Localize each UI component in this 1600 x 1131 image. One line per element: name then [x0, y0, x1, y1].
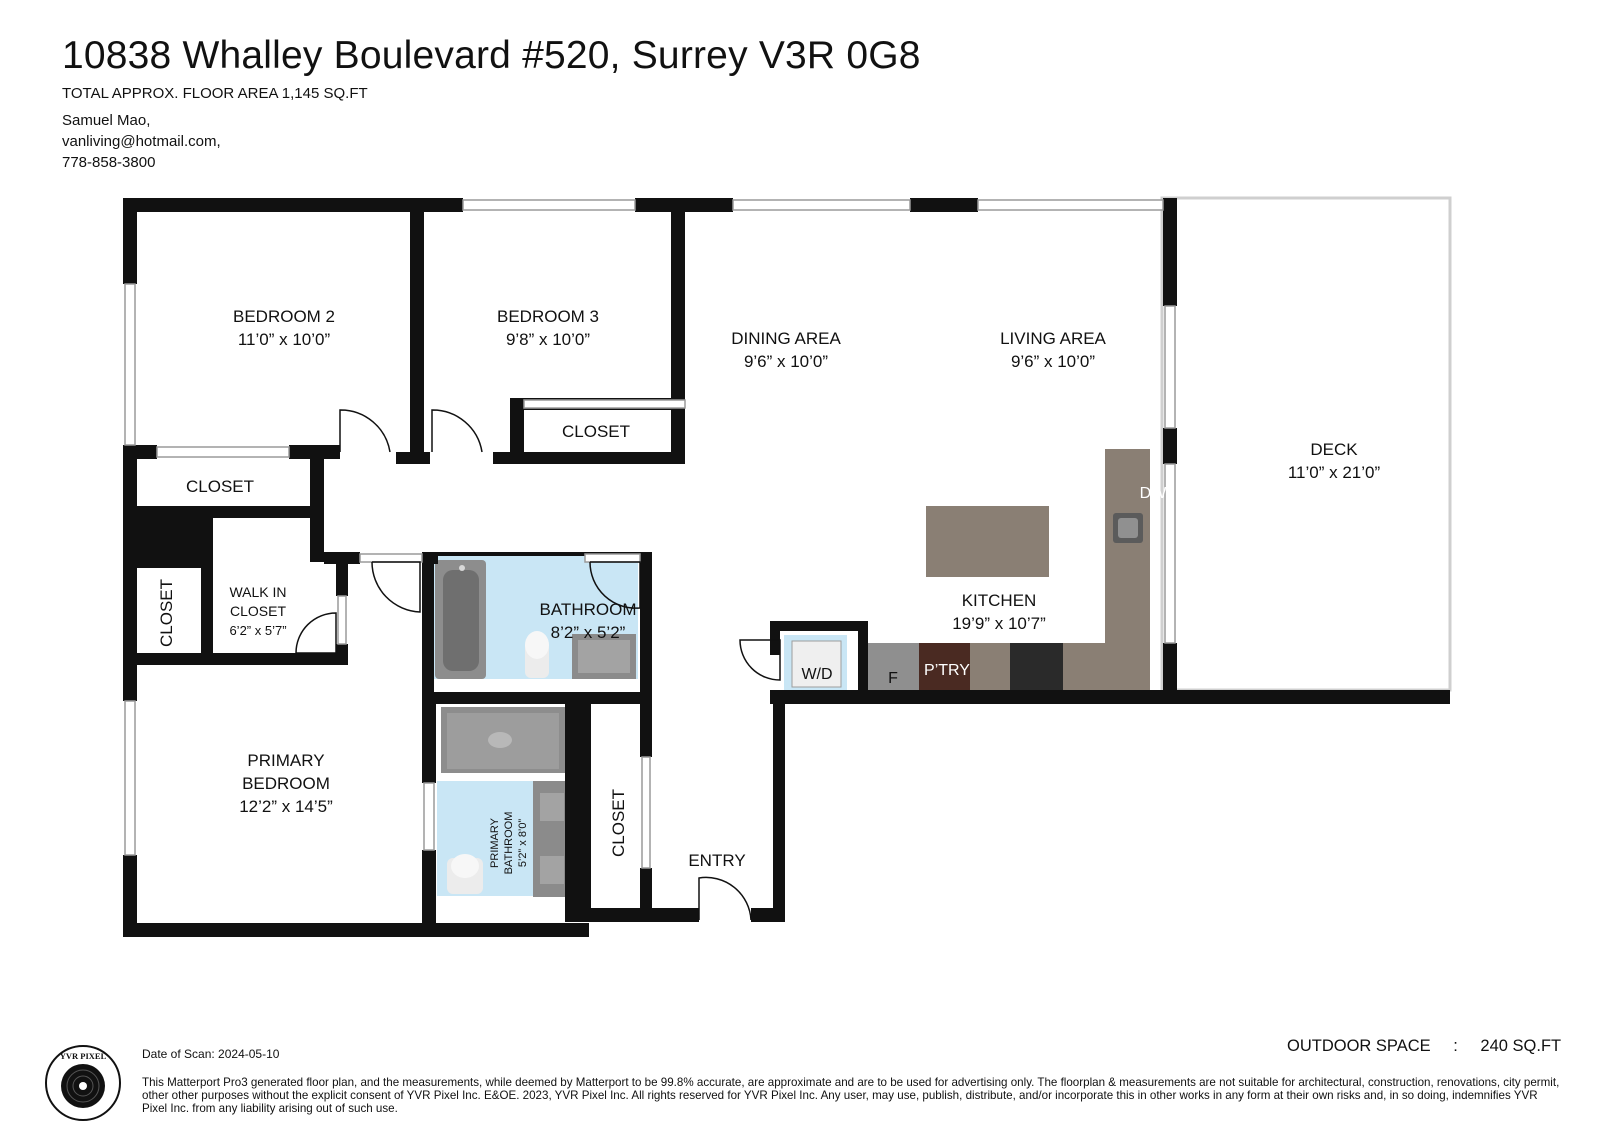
- entry-label: ENTRY: [688, 851, 745, 870]
- windows: [124, 199, 1176, 869]
- property-address-title: 10838 Whalley Boulevard #520, Surrey V3R…: [62, 34, 921, 77]
- primary-bedroom-size: 12’2” x 14’5”: [239, 797, 333, 816]
- date-of-scan: Date of Scan: 2024-05-10: [142, 1047, 280, 1061]
- double-vanity: [533, 781, 570, 897]
- fridge-label: F: [888, 670, 898, 687]
- bedroom3-name: BEDROOM 3: [497, 307, 599, 326]
- primary-toilet: [447, 854, 483, 894]
- living-name: LIVING AREA: [1000, 329, 1106, 348]
- bedroom2-name: BEDROOM 2: [233, 307, 335, 326]
- washer-dryer-label: W/D: [801, 666, 832, 683]
- bathroom-vanity: [572, 634, 636, 679]
- svg-text:YVR PIXEL: YVR PIXEL: [60, 1051, 107, 1061]
- outdoor-space-separator: :: [1453, 1037, 1458, 1055]
- walls: [123, 198, 1450, 937]
- floor-area-text: TOTAL APPROX. FLOOR AREA 1,145 SQ.FT: [62, 85, 368, 102]
- walkin-name-line1: WALK IN: [229, 584, 286, 600]
- closet-walkin-vertical-label: CLOSET: [157, 579, 176, 647]
- dining-name: DINING AREA: [731, 329, 841, 348]
- primary-bedroom-name-line1: PRIMARY: [247, 751, 324, 770]
- door-swings: [295, 409, 781, 921]
- bedroom2-size: 11’0” x 10’0”: [238, 330, 331, 349]
- kitchen-size: 19’9” x 10’7”: [952, 614, 1046, 633]
- closet-bedroom3-label: CLOSET: [562, 422, 630, 441]
- fridge-block: [868, 643, 919, 691]
- toilet: [525, 631, 549, 678]
- dishwasher-label: DW: [1140, 485, 1168, 502]
- yvr-pixel-logo: YVR PIXEL: [45, 1045, 121, 1121]
- primary-bath-name-line2: BATHROOM: [503, 812, 515, 875]
- primary-bath-size: 5’2” x 8’0”: [517, 819, 529, 868]
- dining-size: 9’6” x 10’0”: [744, 352, 828, 371]
- range-block: [1010, 643, 1063, 691]
- outdoor-space-value: 240 SQ.FT: [1480, 1037, 1562, 1055]
- deck-outline: [1160, 196, 1452, 692]
- outdoor-space-label: OUTDOOR SPACE: [1287, 1037, 1431, 1055]
- closet-entry-vertical-label: CLOSET: [609, 789, 628, 857]
- closet-bedroom2-label: CLOSET: [186, 477, 254, 496]
- agent-phone: 778-858-3800: [62, 154, 156, 171]
- outdoor-space: OUTDOOR SPACE : 240 SQ.FT: [1287, 1037, 1561, 1056]
- deck-name: DECK: [1310, 440, 1358, 459]
- pantry-block: [919, 643, 970, 691]
- bathtub: [435, 560, 486, 679]
- walkin-size: 6’2” x 5’7”: [229, 623, 286, 638]
- deck-size: 11’0” x 21’0”: [1288, 463, 1381, 482]
- kitchen-name: KITCHEN: [962, 591, 1037, 610]
- walkin-name-line2: CLOSET: [230, 603, 286, 619]
- bathroom-size: 8’2” x 5’2”: [551, 623, 626, 642]
- shower: [441, 707, 565, 773]
- pantry-label: P’TRY: [924, 662, 970, 679]
- kitchen-island: [926, 506, 1049, 577]
- agent-name: Samuel Mao,: [62, 112, 151, 129]
- room-labels: BEDROOM 2 11’0” x 10’0” BEDROOM 3 9’8” x…: [157, 307, 1380, 874]
- bedroom3-size: 9’8” x 10’0”: [506, 330, 590, 349]
- agent-email: vanliving@hotmail.com,: [62, 133, 221, 150]
- primary-bedroom-name-line2: BEDROOM: [242, 774, 330, 793]
- living-size: 9’6” x 10’0”: [1011, 352, 1095, 371]
- disclaimer-text: This Matterport Pro3 generated floor pla…: [142, 1076, 1560, 1115]
- primary-bath-name-line1: PRIMARY: [489, 817, 501, 868]
- bathroom-name: BATHROOM: [540, 600, 637, 619]
- washer-dryer: [784, 635, 847, 693]
